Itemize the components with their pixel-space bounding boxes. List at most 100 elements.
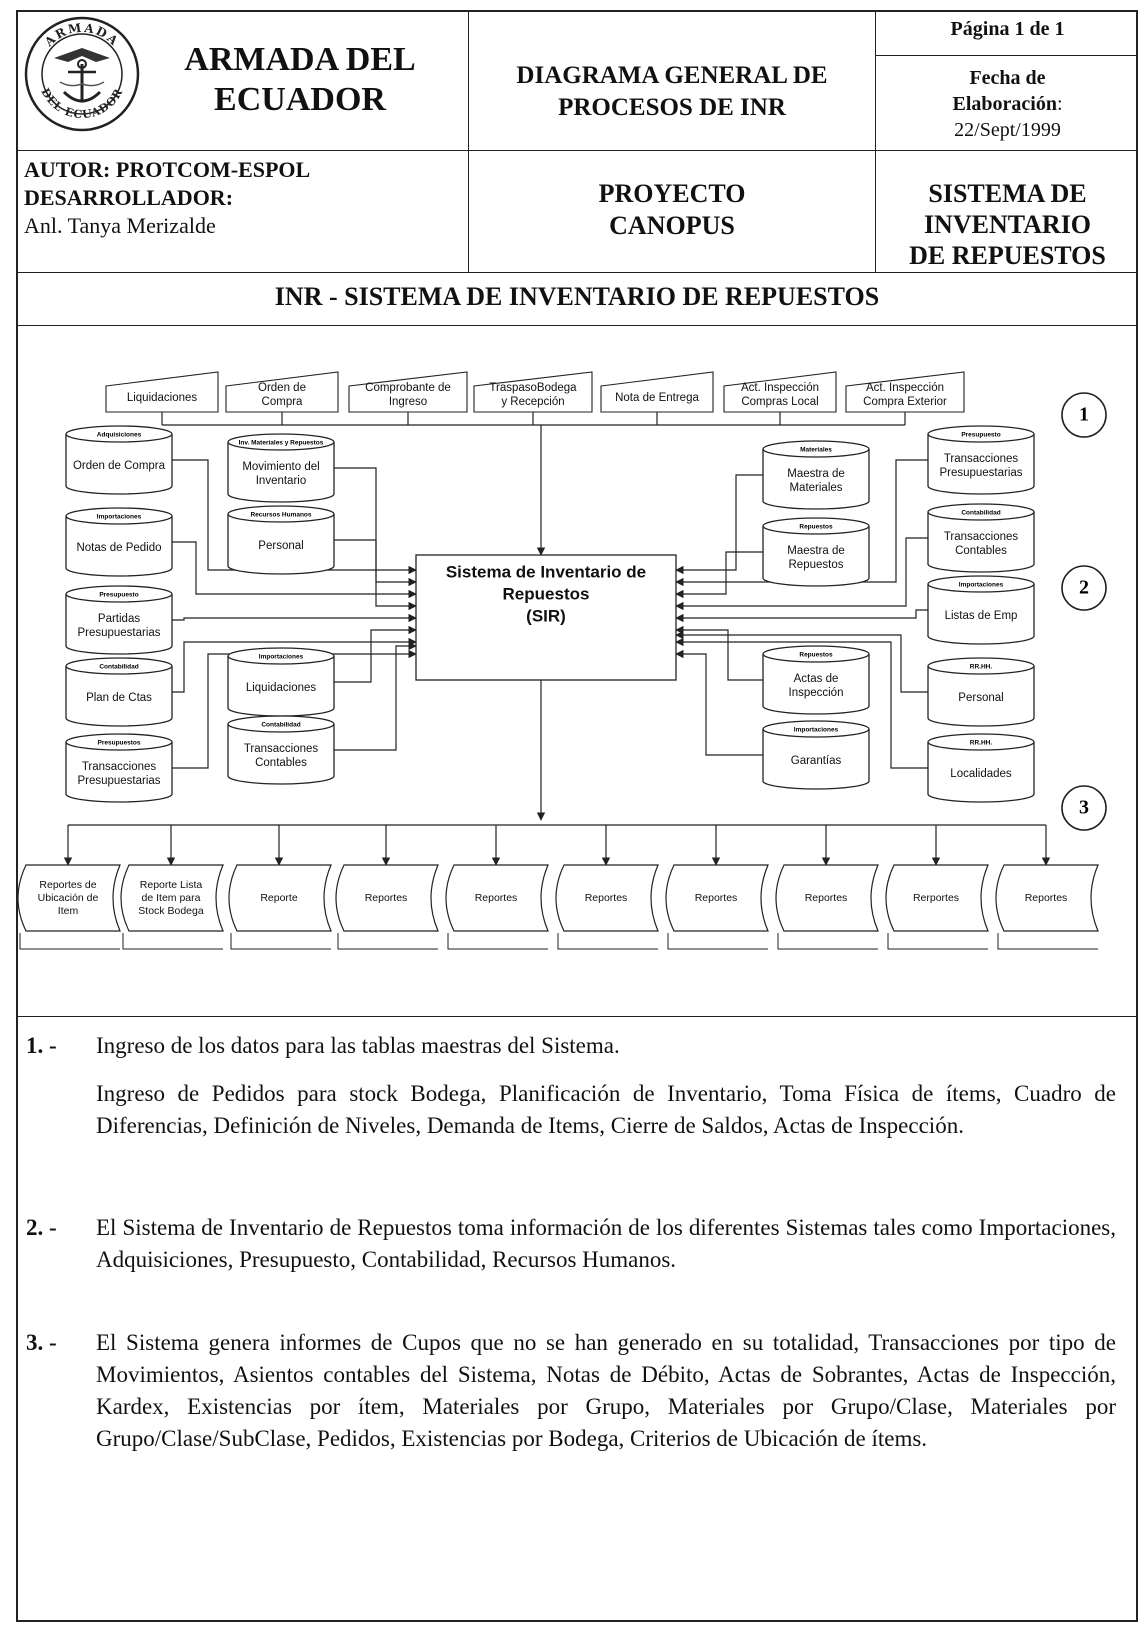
connector-line xyxy=(675,649,763,756)
step-marker-circle xyxy=(1061,785,1107,831)
step-marker-number: 1 xyxy=(1079,404,1089,426)
fecha-label-2: Elaboración xyxy=(952,93,1057,115)
database-top xyxy=(927,503,1035,521)
input-document-label: Nota de Entrega xyxy=(615,392,699,404)
developer-label: DESARROLLADOR: xyxy=(24,185,234,210)
database-top xyxy=(927,733,1035,751)
output-report-shape xyxy=(228,864,332,932)
database-body xyxy=(762,654,870,715)
connector-line xyxy=(172,613,417,623)
output-report-stack xyxy=(777,933,878,950)
database-body xyxy=(65,666,173,727)
database-label: Liquidaciones xyxy=(246,682,317,694)
note-paragraph: El Sistema de Inventario de Repuestos to… xyxy=(96,1215,1116,1272)
database-system-name: Inv. Materiales y Repuestos xyxy=(239,440,324,447)
output-report: Rerportes xyxy=(885,864,989,950)
database-body xyxy=(927,584,1035,645)
page-frame xyxy=(16,10,1138,1622)
database-top xyxy=(65,657,173,675)
output-report: Reportes xyxy=(665,864,769,950)
database-body xyxy=(927,666,1035,727)
database-label: Maestra de xyxy=(787,545,845,557)
system-line1: SISTEMA DE xyxy=(928,179,1087,208)
database-label: Transacciones xyxy=(944,453,1019,465)
central-system-label: (SIR) xyxy=(526,606,566,625)
output-report-label: Reportes xyxy=(475,892,518,904)
fecha-label: Fecha de xyxy=(969,67,1046,89)
input-document-label: Compra Exterior xyxy=(863,396,947,408)
connector-line xyxy=(675,551,763,599)
author: AUTOR: PROTCOM-ESPOL xyxy=(24,157,311,182)
header-divider xyxy=(16,150,1138,151)
developer-name: Anl. Tanya Merizalde xyxy=(24,213,216,238)
fecha-value: 22/Sept/1999 xyxy=(954,119,1061,141)
database-label: Inspección xyxy=(789,687,844,699)
output-report: Reporte xyxy=(228,864,332,950)
database-system-name: RR.HH. xyxy=(970,740,993,747)
step-marker-number: 3 xyxy=(1079,797,1089,819)
database-body xyxy=(227,724,335,785)
database-system-name: Materiales xyxy=(800,447,832,454)
note-item: 1. -Ingreso de los datos para las tablas… xyxy=(26,1030,1116,1142)
database-system-name: Importaciones xyxy=(959,582,1004,589)
output-report-label: Reportes xyxy=(585,892,628,904)
input-document-shape xyxy=(348,371,468,413)
output-report-stack xyxy=(230,933,331,950)
database-label: Transacciones xyxy=(944,531,1019,543)
connector-line xyxy=(334,641,417,751)
header-divider xyxy=(468,10,469,272)
database-label: Orden de Compra xyxy=(73,460,166,472)
input-document-label: Act. Inspección xyxy=(741,382,819,394)
page-number: Página 1 de 1 xyxy=(950,18,1065,40)
output-report-label: Rerportes xyxy=(913,892,959,904)
database-top xyxy=(762,645,870,663)
org-name-line1: ARMADA DEL xyxy=(184,41,416,78)
database-label: Localidades xyxy=(950,768,1012,780)
input-document: Nota de Entrega xyxy=(600,371,714,413)
output-report-label: Ubicación de xyxy=(38,892,99,904)
database-top xyxy=(227,505,335,523)
database-label: Maestra de xyxy=(787,468,845,480)
database-top xyxy=(762,517,870,535)
input-document-label: Comprobante de xyxy=(365,382,451,394)
note-number: 3. - xyxy=(26,1330,57,1355)
system-name: SISTEMA DE INVENTARIO DE REPUESTOS xyxy=(877,178,1138,271)
input-document-shape xyxy=(845,371,965,413)
output-report-stack xyxy=(122,933,223,950)
note-paragraph: El Sistema genera informes de Cupos que … xyxy=(96,1330,1116,1451)
database-label: Garantías xyxy=(791,755,842,767)
navy-seal-logo: ARMADA DEL ECUADOR xyxy=(24,16,140,132)
database-top xyxy=(227,715,335,733)
system-line3: DE REPUESTOS xyxy=(909,241,1106,270)
database-body xyxy=(927,742,1035,803)
database-system-name: RR.HH. xyxy=(970,664,993,671)
output-report: Reportes xyxy=(335,864,439,950)
database-top xyxy=(762,440,870,458)
fecha-colon: : xyxy=(1056,93,1063,115)
input-document-label: Ingreso xyxy=(389,396,427,408)
database-top xyxy=(927,575,1035,593)
connector-line xyxy=(172,637,417,693)
output-report-label: Reportes xyxy=(365,892,408,904)
database-system-name: Recursos Humanos xyxy=(250,512,311,519)
connector-line xyxy=(675,537,928,611)
database-body xyxy=(65,516,173,577)
database-label: Partidas xyxy=(98,613,140,625)
database-label: Presupuestarias xyxy=(77,627,160,639)
output-report-shape xyxy=(995,864,1099,932)
note-paragraph: Ingreso de los datos para las tablas mae… xyxy=(96,1033,620,1058)
database-system-name: Importaciones xyxy=(97,514,142,521)
connector-line xyxy=(334,539,417,611)
database-label: Transacciones xyxy=(244,743,319,755)
database-top xyxy=(227,433,335,451)
output-report: Reportes xyxy=(445,864,549,950)
output-report-label: Reportes xyxy=(695,892,738,904)
output-report-label: Stock Bodega xyxy=(138,905,204,917)
database-system-name: Presupuesto xyxy=(99,592,138,599)
database-system-name: Importaciones xyxy=(794,727,839,734)
